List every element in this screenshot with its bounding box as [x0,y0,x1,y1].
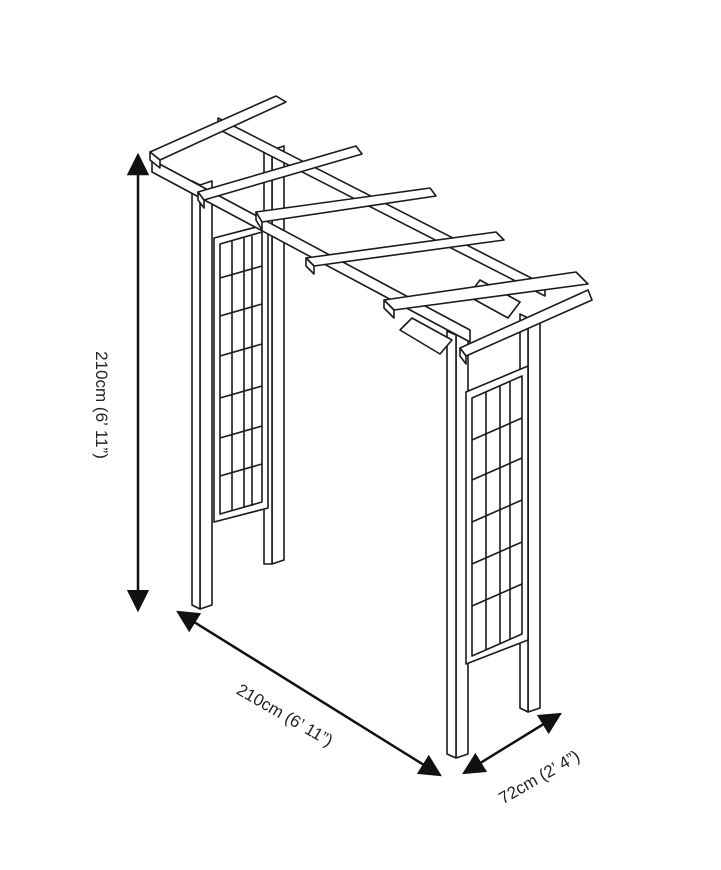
depth-label: 72cm (2’ 4”) [496,746,583,807]
rafter-2 [197,145,363,209]
depth-arrow [462,712,562,775]
left-bracket [399,317,453,355]
left-lattice-panel [213,223,269,523]
front-beam [151,159,471,343]
front-right-post [446,330,469,759]
width-label: 210cm (6’ 11”) [233,680,336,750]
height-label: 210cm (6’ 11”) [92,351,111,459]
right-lattice-panel [465,365,529,665]
rafter-6 [459,289,593,365]
width-arrow [176,610,442,777]
rafter-4 [305,231,505,275]
rafter-3 [255,187,437,231]
rafter-5 [383,271,589,319]
rafter-1 [149,95,287,169]
front-left-post [191,180,213,610]
